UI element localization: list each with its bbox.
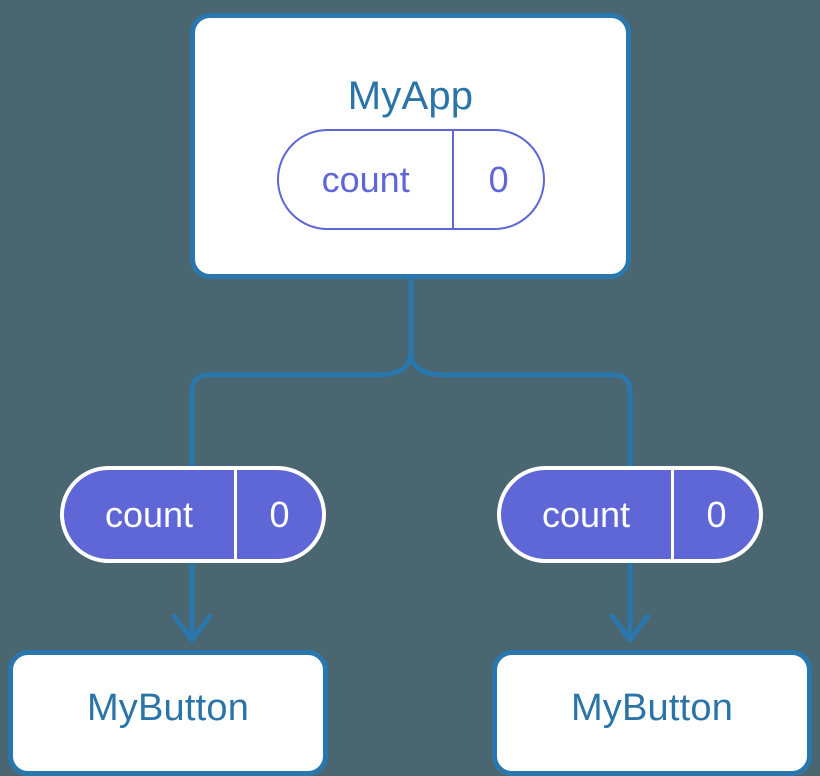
component-card-mybutton-right[interactable]: MyButton (492, 650, 812, 776)
props-key-label: count (104, 493, 194, 535)
connector-right-branch (408, 351, 633, 468)
component-title-mybutton: MyButton (86, 687, 250, 729)
component-title-mybutton: MyButton (570, 687, 734, 729)
props-value-label: 0 (234, 470, 322, 559)
connector-left-branch (189, 351, 414, 468)
props-key-label: count (541, 493, 631, 535)
component-card-mybutton-left[interactable]: MyButton (8, 650, 328, 776)
state-key-label: count (321, 158, 410, 200)
state-value-label: 0 (452, 131, 543, 228)
arrowhead-right-icon (609, 613, 651, 643)
component-title-myapp: MyApp (347, 74, 474, 118)
props-value-label: 0 (671, 470, 759, 559)
props-pill-right-count[interactable]: count 0 (497, 466, 763, 563)
arrowhead-left-icon (171, 613, 213, 643)
state-pill-myapp-count[interactable]: count 0 (277, 129, 545, 230)
props-pill-left-count[interactable]: count 0 (60, 466, 326, 563)
